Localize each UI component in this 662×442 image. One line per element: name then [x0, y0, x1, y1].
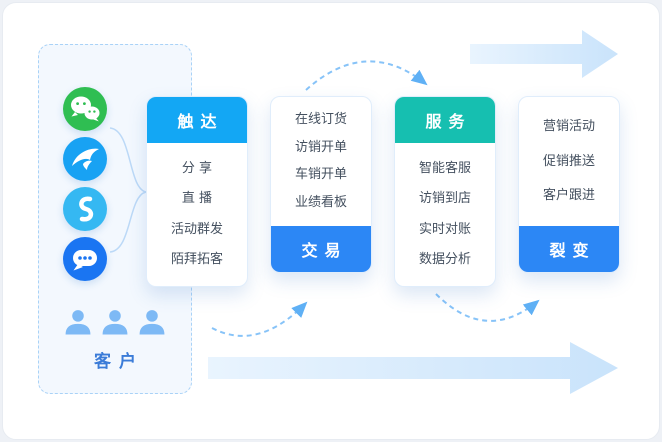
card-fission-header: 裂变 — [519, 226, 619, 272]
card-item: 车销开单 — [294, 167, 347, 183]
card-reach-header: 触达 — [147, 97, 247, 143]
bird-app-icon — [63, 137, 107, 181]
customers-group-icon — [39, 307, 191, 339]
card-item: 实时对账 — [418, 221, 471, 237]
card-item: 访销开单 — [294, 139, 347, 155]
card-transaction-body: 在线订货 访销开单 车销开单 业绩看板 — [271, 97, 371, 226]
card-item: 陌拜拓客 — [170, 252, 223, 268]
card-reach: 触达 分 享 直 播 活动群发 陌拜拓客 — [146, 96, 248, 287]
chat-app-icon — [63, 237, 107, 281]
user-silhouette-icon — [139, 310, 165, 335]
card-item: 活动群发 — [170, 221, 223, 237]
card-item: 直 播 — [181, 191, 213, 207]
card-transaction: 在线订货 访销开单 车销开单 业绩看板 交易 — [270, 96, 372, 273]
card-item: 客户跟进 — [542, 188, 595, 204]
card-service: 服务 智能客服 访销到店 实时对账 数据分析 — [394, 96, 496, 287]
card-item: 业绩看板 — [294, 195, 347, 211]
card-item: 访销到店 — [418, 191, 471, 207]
card-transaction-header: 交易 — [271, 226, 371, 272]
card-service-header: 服务 — [395, 97, 495, 143]
wechat-icon — [63, 87, 107, 131]
user-silhouette-icon — [65, 310, 91, 335]
card-fission-body: 营销活动 促销推送 客户跟进 — [519, 97, 619, 226]
card-item: 在线订货 — [294, 111, 347, 127]
card-item: 数据分析 — [418, 252, 471, 268]
user-silhouette-icon — [102, 310, 128, 335]
card-item: 营销活动 — [542, 118, 595, 134]
card-item: 分 享 — [181, 160, 213, 176]
flow-arrow-top-right — [470, 30, 618, 78]
card-item: 促销推送 — [542, 153, 595, 169]
card-fission: 营销活动 促销推送 客户跟进 裂变 — [518, 96, 620, 273]
card-reach-body: 分 享 直 播 活动群发 陌拜拓客 — [147, 143, 247, 286]
customer-label: 客户 — [94, 352, 144, 372]
card-service-body: 智能客服 访销到店 实时对账 数据分析 — [395, 143, 495, 286]
card-item: 智能客服 — [418, 160, 471, 176]
music-app-icon — [63, 187, 107, 231]
flow-arrow-bottom — [208, 342, 618, 394]
